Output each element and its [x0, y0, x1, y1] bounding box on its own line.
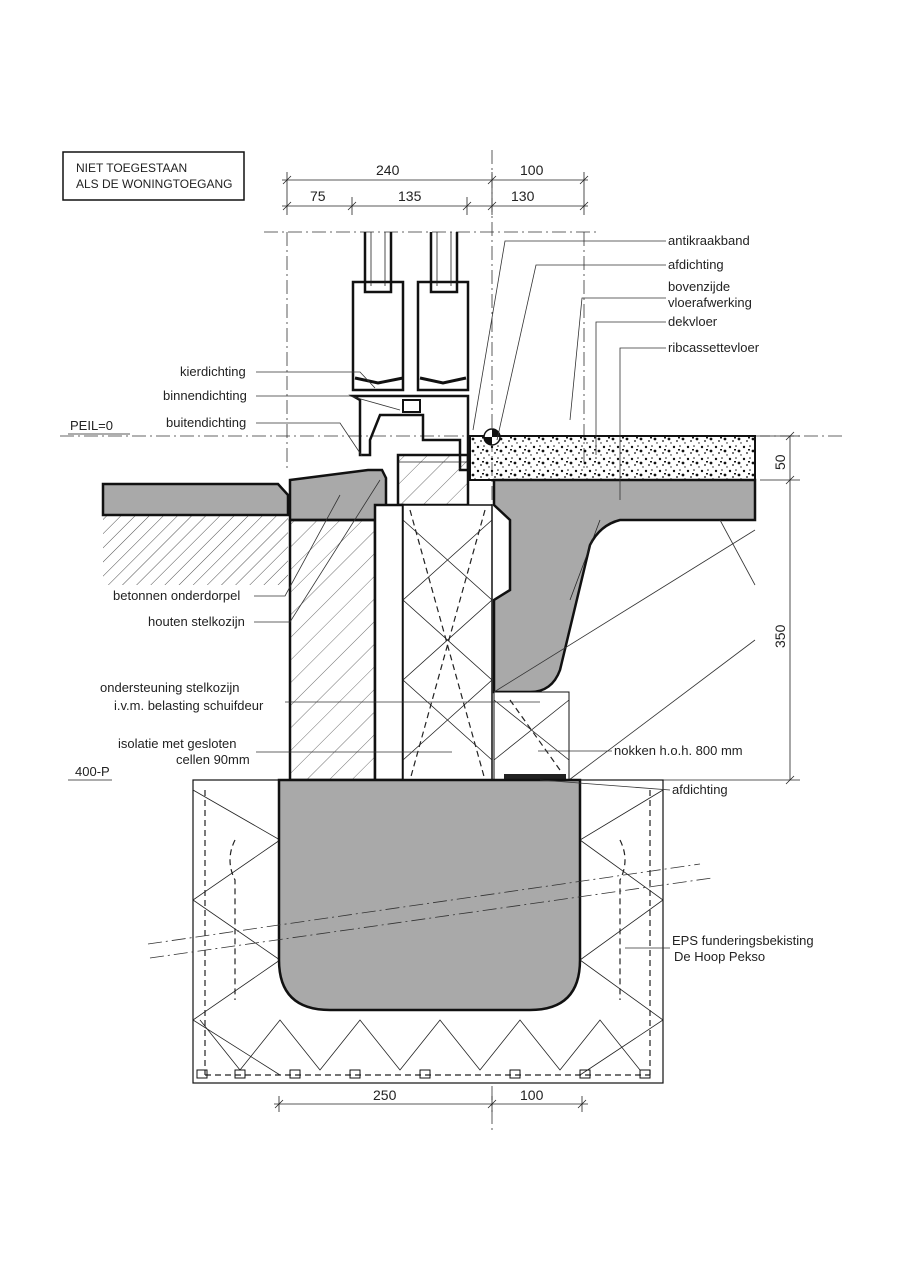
concrete-sill — [288, 453, 470, 522]
timber-sill — [396, 453, 470, 507]
label-afdichting-bottom: afdichting — [672, 782, 728, 797]
dim-top-right: 100 — [520, 162, 544, 178]
label-kierdichting: kierdichting — [180, 364, 246, 379]
label-bovenzijde-2: vloerafwerking — [668, 295, 752, 310]
label-ondersteuning-2: i.v.m. belasting schuifdeur — [114, 698, 264, 713]
paving-slab — [101, 482, 290, 517]
screed-layer — [469, 435, 756, 481]
insulation-block — [402, 504, 493, 781]
timber-subframe — [288, 518, 377, 782]
floor-structure — [469, 428, 757, 694]
label-binnendichting: binnendichting — [163, 388, 247, 403]
exterior-ground — [101, 482, 290, 585]
label-ribcassettevloer: ribcassettevloer — [668, 340, 760, 355]
dim-right-top: 50 — [772, 454, 788, 470]
bottom-dimensions: 250 100 — [274, 1087, 588, 1112]
concrete-footing — [277, 778, 582, 1012]
label-nokken: nokken h.o.h. 800 mm — [614, 743, 743, 758]
ref-code-label: 400-P — [75, 764, 110, 779]
dim-bottom-right: 100 — [520, 1087, 544, 1103]
level-marker: PEIL=0 — [68, 418, 130, 435]
label-eps-2: De Hoop Pekso — [674, 949, 765, 964]
eps-foundation — [147, 778, 713, 1084]
note-line-1: NIET TOEGESTAAN — [76, 161, 187, 175]
label-onderdorpel: betonnen onderdorpel — [113, 588, 240, 603]
label-dekvloer: dekvloer — [668, 314, 718, 329]
dim-top-total: 240 — [376, 162, 400, 178]
note-box: NIET TOEGESTAAN ALS DE WONINGTOEGANG — [62, 151, 245, 201]
door-frame — [348, 232, 470, 472]
label-buitendichting: buitendichting — [166, 415, 246, 430]
rib-cassette-floor — [492, 478, 757, 694]
label-isolatie-1: isolatie met gesloten — [118, 736, 237, 751]
ref-code: 400-P — [68, 764, 112, 781]
label-stelkozijn: houten stelkozijn — [148, 614, 245, 629]
top-dimensions: 240 100 75 135 130 — [282, 162, 589, 215]
dim-right-bottom: 350 — [772, 624, 788, 648]
label-antikraakband: antikraakband — [668, 233, 750, 248]
label-bovenzijde-1: bovenzijde — [668, 279, 730, 294]
note-line-2: ALS DE WONINGTOEGANG — [76, 177, 232, 191]
label-afdichting-top: afdichting — [668, 257, 724, 272]
label-isolatie-2: cellen 90mm — [176, 752, 250, 767]
level-label: PEIL=0 — [70, 418, 113, 433]
labels-right: antikraakband afdichting bovenzijde vloe… — [472, 233, 814, 964]
nokken-strip — [504, 774, 566, 780]
labels-left: kierdichting binnendichting buitendichti… — [100, 364, 540, 767]
dim-bottom-left: 250 — [373, 1087, 397, 1103]
dim-top-b: 135 — [398, 188, 422, 204]
dim-top-a: 75 — [310, 188, 326, 204]
label-ondersteuning-1: ondersteuning stelkozijn — [100, 680, 239, 695]
dim-top-c: 130 — [511, 188, 535, 204]
label-eps-1: EPS funderingsbekisting — [672, 933, 814, 948]
